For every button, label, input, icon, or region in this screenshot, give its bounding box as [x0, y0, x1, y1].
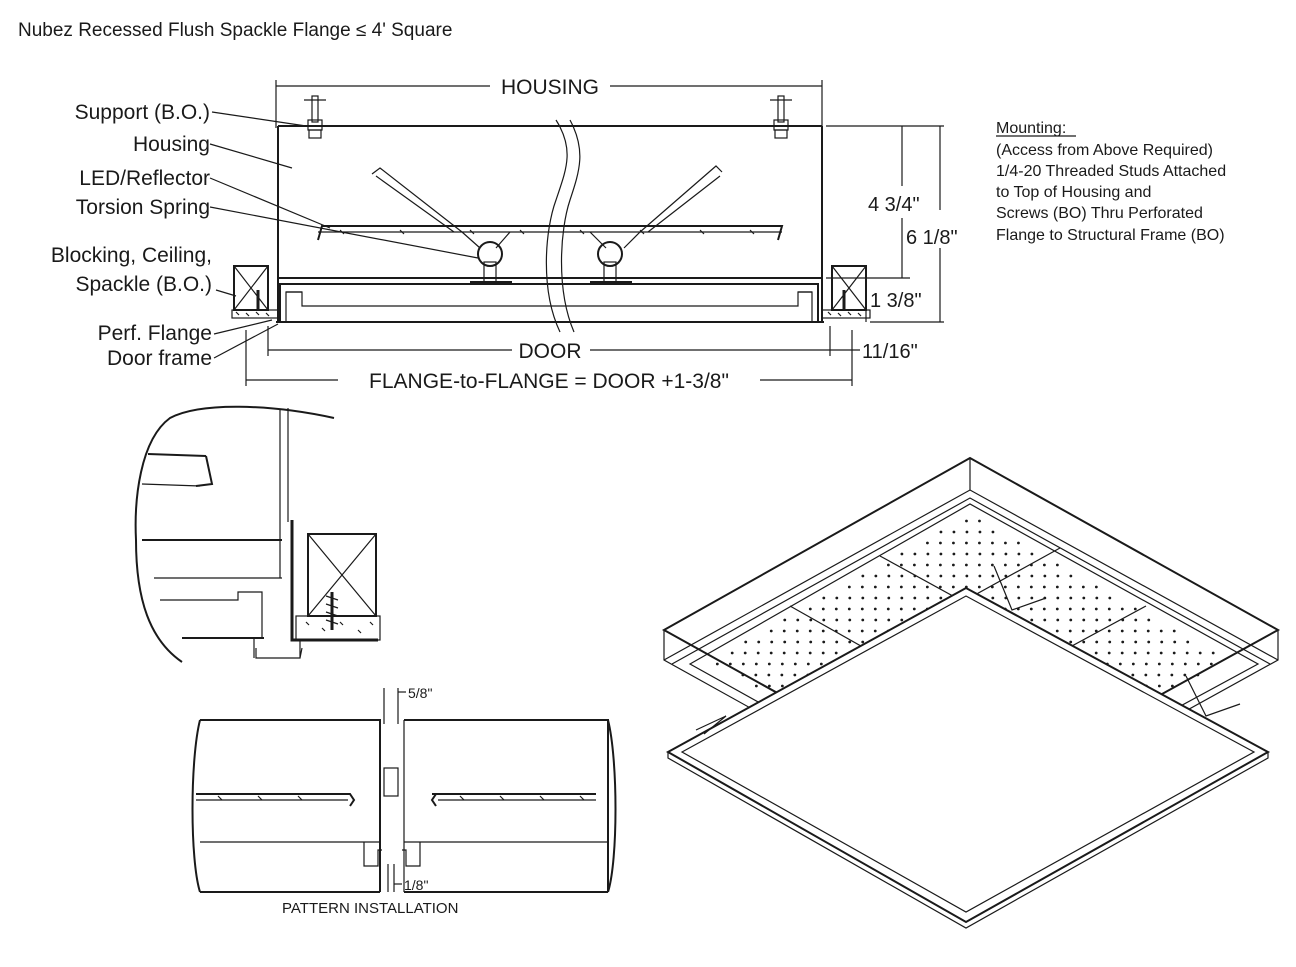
edge-dim-11-16: 11/16" [862, 341, 918, 363]
detail-closeup [134, 405, 381, 663]
support-stud-right [770, 95, 792, 139]
pattern-installation: 5/8" 1/8" PATTERN INSTALLATION [191, 685, 617, 917]
callout-led-reflector: LED/Reflector [79, 167, 210, 190]
callout-support: Support (B.O.) [75, 101, 210, 124]
height-dim-1-3-8: 1 3/8" [870, 290, 922, 312]
mounting-line-3: to Top of Housing and [996, 184, 1151, 201]
pattern-gap-bottom: 1/8" [404, 877, 428, 893]
blocking-right [821, 265, 871, 319]
flange-to-flange-dimension-label: FLANGE-to-FLANGE = DOOR +1-3/8" [369, 370, 729, 393]
torsion-spring-right [590, 241, 632, 283]
callout-blocking: Blocking, Ceiling, [51, 244, 212, 267]
mounting-line-1: (Access from Above Required) [996, 142, 1213, 159]
section-view: HOUSING [51, 76, 958, 393]
callout-door-frame: Door frame [107, 347, 212, 370]
torsion-spring-left [470, 241, 512, 283]
callout-housing: Housing [133, 133, 210, 156]
support-stud-left [304, 95, 326, 139]
height-dim-4-3-4: 4 3/4" [868, 194, 920, 216]
housing-dimension-label: HOUSING [501, 76, 599, 99]
mounting-note: Mounting: (Access from Above Required) 1… [996, 120, 1226, 244]
mounting-line-2: 1/4-20 Threaded Studs Attached [996, 163, 1226, 180]
pattern-gap-top: 5/8" [408, 685, 432, 701]
mounting-line-5: Flange to Structural Frame (BO) [996, 227, 1225, 244]
door-dimension-label: DOOR [519, 340, 582, 363]
callout-perf-flange: Perf. Flange [98, 322, 212, 345]
mounting-line-4: Screws (BO) Thru Perforated [996, 205, 1203, 222]
callout-spackle: Spackle (B.O.) [75, 273, 212, 296]
drawing-title: Nubez Recessed Flush Spackle Flange ≤ 4'… [18, 20, 452, 41]
mounting-heading: Mounting: [996, 120, 1066, 137]
pattern-caption: PATTERN INSTALLATION [282, 900, 458, 917]
callout-torsion-spring: Torsion Spring [76, 196, 210, 219]
blocking-left [231, 265, 281, 319]
height-dim-6-1-8: 6 1/8" [906, 227, 958, 249]
isometric-view [661, 456, 1281, 929]
